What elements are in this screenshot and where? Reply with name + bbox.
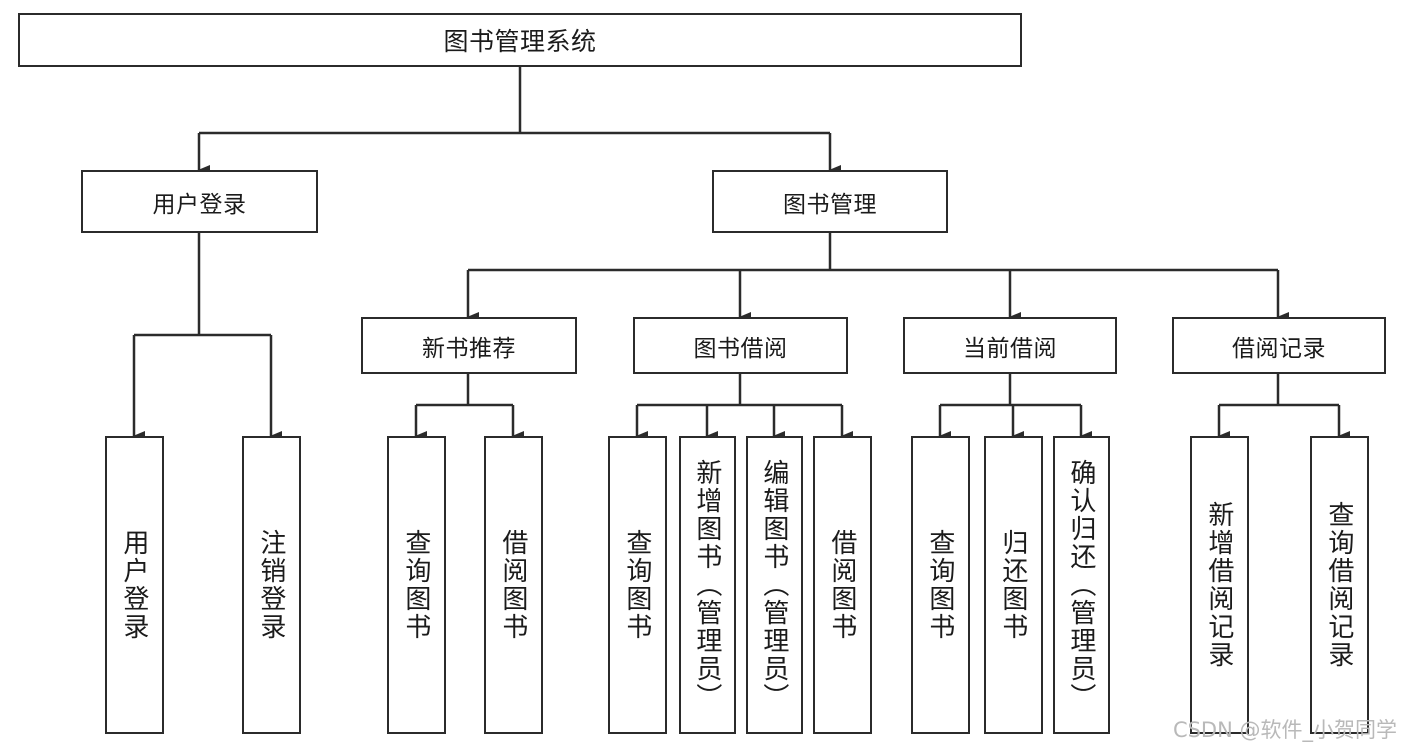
node-leaf-add-book-label: 新增图书（管理员） xyxy=(692,459,723,711)
node-leaf-query-book-1-label: 查询图书 xyxy=(401,529,432,641)
node-user-login[interactable]: 用户登录 xyxy=(81,170,318,233)
node-leaf-query-book-3-label: 查询图书 xyxy=(925,529,956,641)
node-current-borrow[interactable]: 当前借阅 xyxy=(903,317,1117,374)
node-leaf-borrow-book-2-label: 借阅图书 xyxy=(827,529,858,641)
node-leaf-return-book-label: 归还图书 xyxy=(998,529,1029,641)
node-leaf-query-borrow-record-label: 查询借阅记录 xyxy=(1324,501,1355,669)
node-leaf-query-book-3[interactable]: 查询图书 xyxy=(911,436,970,734)
node-leaf-add-book[interactable]: 新增图书（管理员） xyxy=(679,436,736,734)
node-leaf-logout-login[interactable]: 注销登录 xyxy=(242,436,301,734)
node-user-login-label: 用户登录 xyxy=(152,190,247,217)
node-root[interactable]: 图书管理系统 xyxy=(18,13,1022,67)
watermark-text: CSDN @软件_小贺同学 xyxy=(1172,718,1397,742)
node-current-borrow-label: 当前借阅 xyxy=(963,334,1057,361)
node-root-label: 图书管理系统 xyxy=(443,28,597,56)
node-leaf-logout-login-label: 注销登录 xyxy=(256,529,287,641)
node-leaf-borrow-book-1-label: 借阅图书 xyxy=(498,529,529,641)
node-new-book-recommend-label: 新书推荐 xyxy=(422,334,516,361)
node-leaf-query-borrow-record[interactable]: 查询借阅记录 xyxy=(1310,436,1369,734)
node-leaf-query-book-2-label: 查询图书 xyxy=(622,529,653,641)
node-book-manage[interactable]: 图书管理 xyxy=(712,170,948,233)
node-borrow-record-label: 借阅记录 xyxy=(1232,334,1326,361)
node-book-borrow-label: 图书借阅 xyxy=(693,334,788,361)
node-borrow-record[interactable]: 借阅记录 xyxy=(1172,317,1386,374)
node-book-borrow[interactable]: 图书借阅 xyxy=(633,317,848,374)
node-leaf-add-borrow-record[interactable]: 新增借阅记录 xyxy=(1190,436,1249,734)
node-leaf-borrow-book-2[interactable]: 借阅图书 xyxy=(813,436,872,734)
node-leaf-borrow-book-1[interactable]: 借阅图书 xyxy=(484,436,543,734)
node-leaf-user-login[interactable]: 用户登录 xyxy=(105,436,164,734)
node-leaf-confirm-return[interactable]: 确认归还（管理员） xyxy=(1053,436,1110,734)
node-leaf-edit-book-label: 编辑图书（管理员） xyxy=(759,459,790,711)
node-book-manage-label: 图书管理 xyxy=(783,190,877,217)
node-leaf-edit-book[interactable]: 编辑图书（管理员） xyxy=(746,436,803,734)
node-leaf-query-book-2[interactable]: 查询图书 xyxy=(608,436,667,734)
node-new-book-recommend[interactable]: 新书推荐 xyxy=(361,317,577,374)
node-leaf-add-borrow-record-label: 新增借阅记录 xyxy=(1204,501,1235,669)
node-leaf-confirm-return-label: 确认归还（管理员） xyxy=(1066,459,1097,711)
node-leaf-query-book-1[interactable]: 查询图书 xyxy=(387,436,446,734)
node-leaf-return-book[interactable]: 归还图书 xyxy=(984,436,1043,734)
node-leaf-user-login-label: 用户登录 xyxy=(119,529,150,641)
